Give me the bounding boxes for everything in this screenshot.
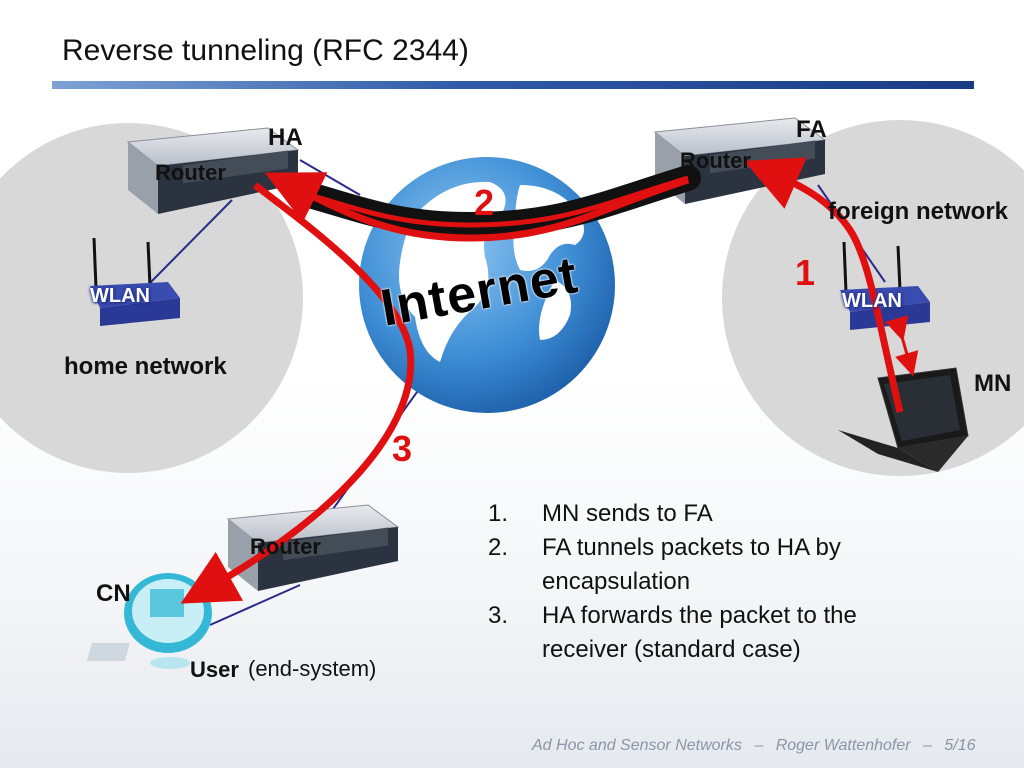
list-item-number: 3.: [488, 602, 509, 629]
wlan-access-point-home: [90, 237, 180, 326]
foreign-network-label: foreign network: [828, 198, 1009, 225]
user-label: User: [190, 657, 239, 682]
footer-course: Ad Hoc and Sensor Networks: [532, 737, 742, 754]
footer-separator: –: [923, 737, 932, 754]
router-cn-label: Router: [250, 534, 321, 559]
arrow-step-2: [264, 172, 690, 242]
steps-list: 1. MN sends to FA 2. FA tunnels packets …: [488, 497, 918, 667]
list-item-text: FA tunnels packets to HA by encapsulatio…: [542, 534, 841, 595]
list-item-number: 1.: [488, 500, 509, 527]
list-item: 3. HA forwards the packet to the receive…: [488, 599, 918, 667]
wlan-home-label: WLAN: [90, 285, 150, 307]
tunnel-path-inner: [297, 175, 689, 228]
router-ha: [126, 127, 300, 214]
wlan-mn-double-arrow: [885, 315, 919, 377]
footer-page-number: 5/16: [944, 737, 976, 754]
mn-label: MN: [974, 370, 1012, 397]
footer-separator: –: [754, 737, 764, 754]
ha-label: HA: [268, 124, 303, 151]
list-item: 1. MN sends to FA: [488, 497, 918, 531]
cn-label: CN: [96, 580, 131, 607]
arrow-step-3: [180, 182, 415, 604]
list-item: 2. FA tunnels packets to HA by encapsula…: [488, 531, 918, 599]
footer-author: Roger Wattenhofer: [775, 737, 911, 754]
router-fa-label: Router: [680, 148, 751, 173]
router-ha-label: Router: [155, 160, 226, 185]
slide-title: Reverse tunneling (RFC 2344): [62, 34, 469, 67]
list-item-text: HA forwards the packet to the receiver (…: [542, 602, 857, 663]
title-underline-bar: [52, 81, 974, 89]
home-network-label: home network: [64, 353, 227, 380]
step-marker-2: 2: [474, 182, 495, 223]
laptop-mn: [838, 367, 969, 472]
list-item-text: MN sends to FA: [542, 500, 713, 527]
end-system-label: (end-system): [248, 656, 377, 681]
list-item-number: 2.: [488, 534, 509, 561]
step-marker-1: 1: [795, 252, 816, 293]
fa-label: FA: [796, 116, 827, 143]
wlan-foreign-label: WLAN: [842, 290, 902, 312]
step-marker-3: 3: [392, 428, 413, 469]
slide-footer: Ad Hoc and Sensor Networks – Roger Watte…: [528, 737, 980, 755]
